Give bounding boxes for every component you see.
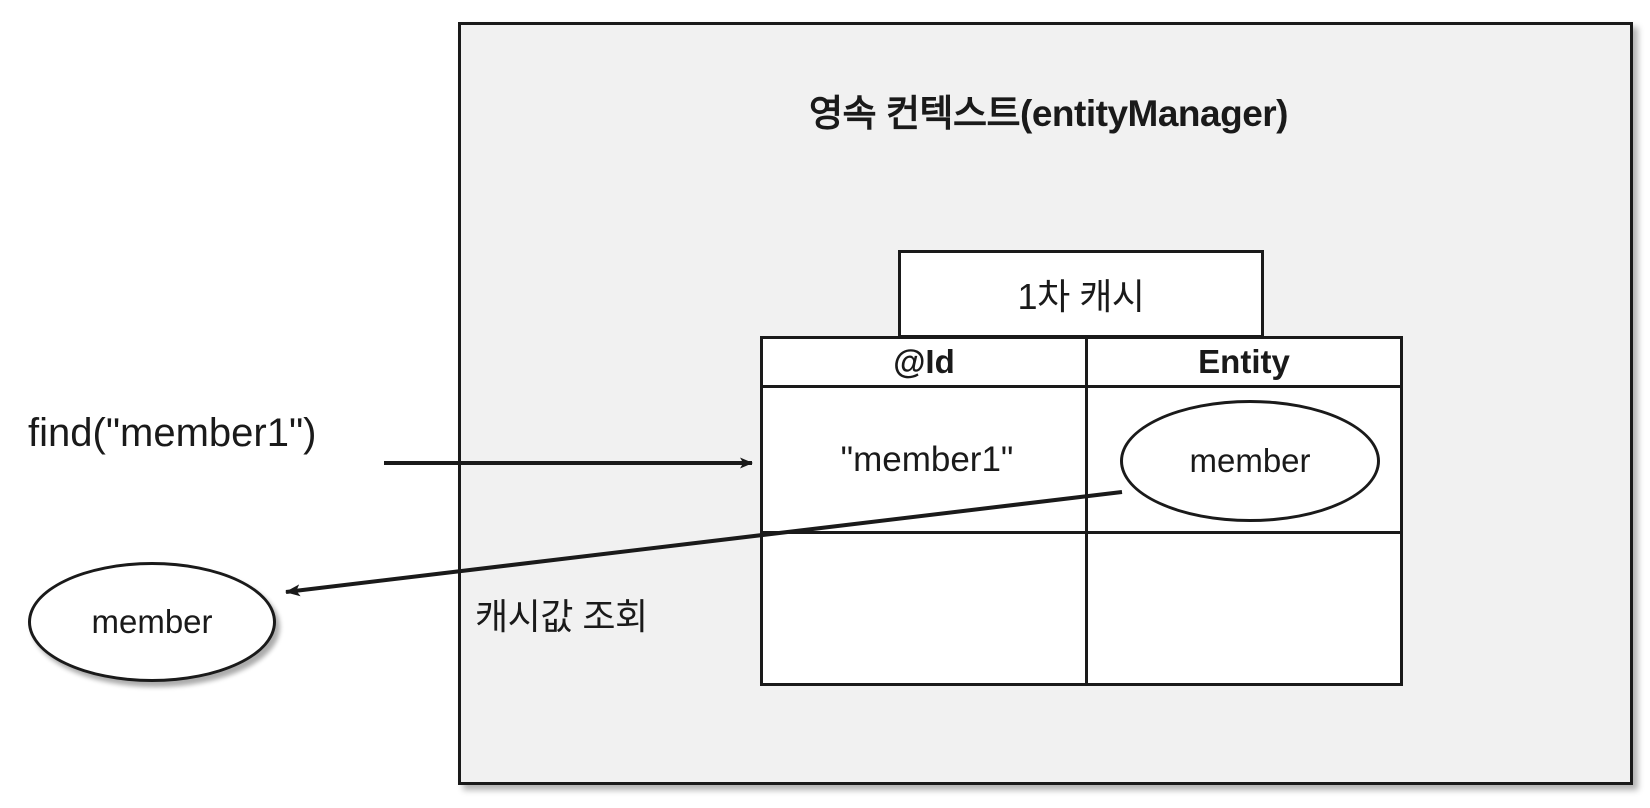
first-level-cache-tab: 1차 캐시	[898, 250, 1264, 338]
table-header-row: @Id Entity	[763, 339, 1400, 388]
cached-entity-label: member	[1189, 442, 1311, 479]
persistence-context-title: 영속 컨텍스트(entityManager)	[809, 93, 1289, 134]
table-cell-entity-empty	[1088, 534, 1400, 683]
cache-key-value: "member1"	[840, 439, 1014, 479]
table-header-cell-entity: Entity	[1088, 339, 1400, 385]
table-row	[763, 534, 1400, 683]
first-level-cache-label: 1차 캐시	[1017, 276, 1145, 317]
column-header-id: @Id	[893, 343, 955, 380]
table-cell-id-empty	[763, 534, 1088, 683]
cached-entity-node: member	[1120, 400, 1380, 522]
column-header-entity: Entity	[1198, 343, 1290, 380]
table-cell-id: "member1"	[763, 388, 1088, 531]
returned-entity-label: member	[91, 603, 213, 640]
table-header-cell-id: @Id	[763, 339, 1088, 385]
cache-lookup-label: 캐시값 조회	[475, 596, 648, 637]
returned-entity-node: member	[28, 562, 276, 682]
find-call-label: find("member1")	[28, 411, 317, 455]
